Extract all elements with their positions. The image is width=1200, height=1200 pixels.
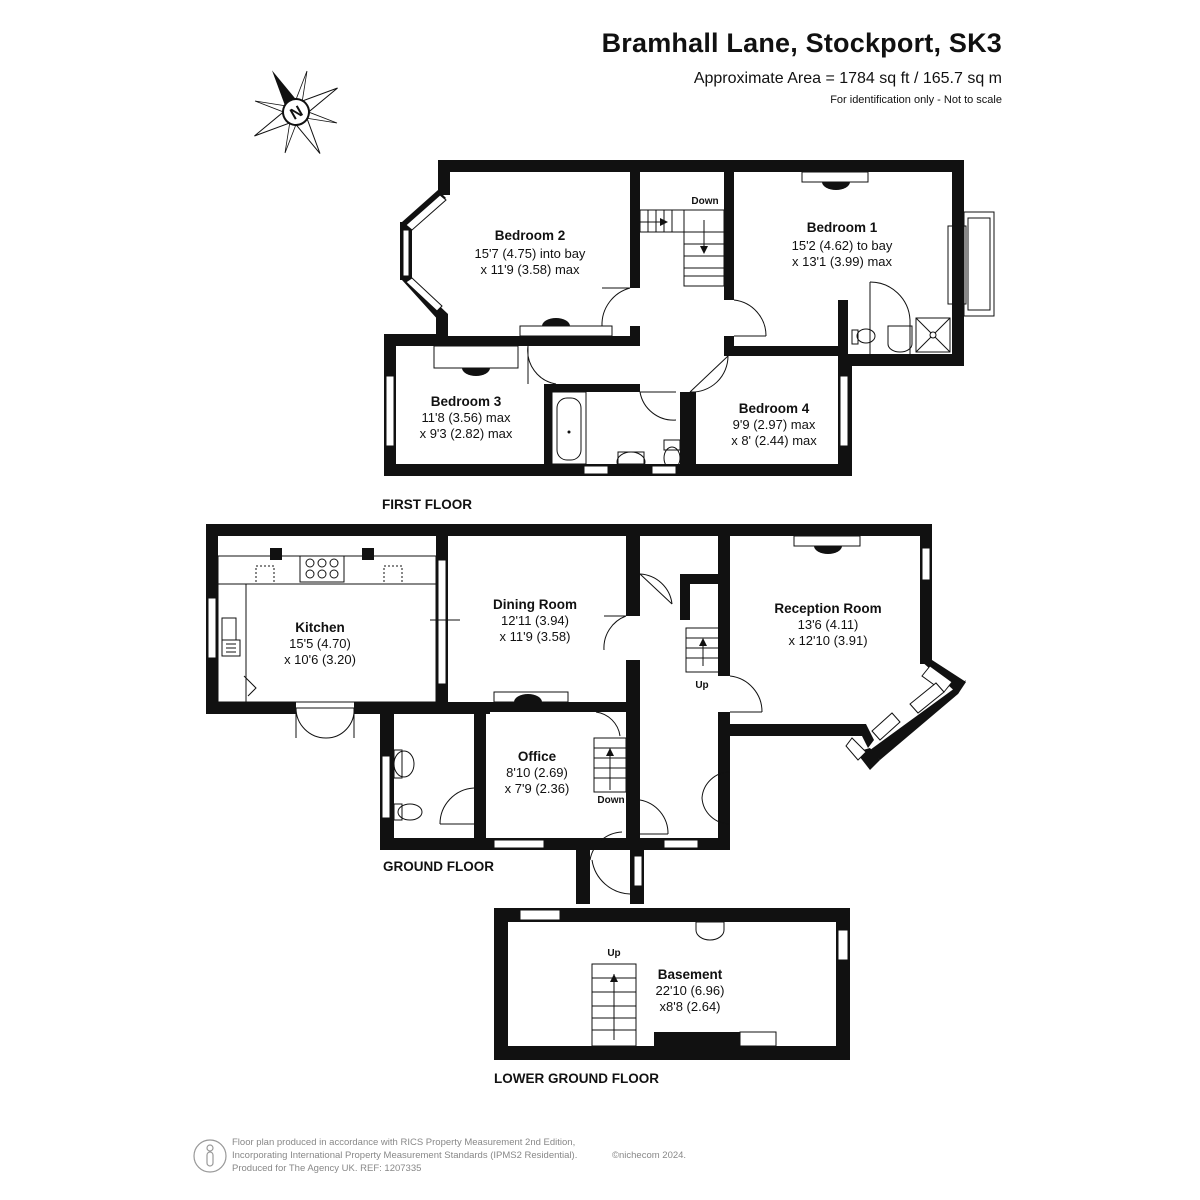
bedroom-4-name: Bedroom 4 — [739, 401, 810, 416]
basement-name: Basement — [658, 967, 723, 982]
approximate-area: Approximate Area = 1784 sq ft / 165.7 sq… — [693, 70, 1002, 87]
kitchen-dim-2: x 10'6 (3.20) — [284, 652, 356, 667]
lower-ground-floor-plan — [494, 908, 850, 1060]
footer-copyright: ©nichecom 2024. — [612, 1150, 686, 1161]
bedroom-1-name: Bedroom 1 — [807, 220, 878, 235]
office-dim-2: x 7'9 (2.36) — [505, 781, 570, 796]
identification-note: For identification only - Not to scale — [830, 94, 1002, 106]
bedroom-2-dim-1: 15'7 (4.75) into bay — [475, 246, 586, 261]
bedroom-1-dim-2: x 13'1 (3.99) max — [792, 254, 893, 269]
compass-icon: N — [254, 70, 338, 154]
ground-floor-stairs-up-label: Up — [695, 680, 708, 691]
footer-line-3: Produced for The Agency UK. REF: 1207335 — [232, 1163, 421, 1174]
kitchen-name: Kitchen — [295, 620, 345, 635]
basement-dim-2: x8'8 (2.64) — [659, 999, 720, 1014]
bedroom-1-dim-1: 15'2 (4.62) to bay — [792, 238, 893, 253]
reception-room-dim-1: 13'6 (4.11) — [798, 617, 859, 632]
bedroom-3-name: Bedroom 3 — [431, 394, 502, 409]
dining-room-dim-2: x 11'9 (3.58) — [500, 629, 571, 644]
ground-floor-label: GROUND FLOOR — [383, 859, 494, 874]
footer-line-2: Incorporating International Property Mea… — [232, 1150, 577, 1161]
dining-room-name: Dining Room — [493, 597, 577, 612]
bedroom-2-name: Bedroom 2 — [495, 228, 566, 243]
first-floor-plan — [384, 160, 995, 476]
reception-room-dim-2: x 12'10 (3.91) — [788, 633, 867, 648]
bedroom-3-dim-2: x 9'3 (2.82) max — [420, 426, 513, 441]
reception-room-name: Reception Room — [774, 601, 881, 616]
lower-ground-floor-label: LOWER GROUND FLOOR — [494, 1071, 659, 1086]
basement-stairs-up-label: Up — [607, 948, 620, 959]
office-name: Office — [518, 749, 557, 764]
plan-title: Bramhall Lane, Stockport, SK3 — [601, 28, 1002, 58]
ground-floor-plan — [206, 524, 966, 904]
dining-room-dim-1: 12'11 (3.94) — [501, 613, 569, 628]
bedroom-4-dim-1: 9'9 (2.97) max — [733, 417, 816, 432]
kitchen-dim-1: 15'5 (4.70) — [289, 636, 351, 651]
bedroom-4-dim-2: x 8' (2.44) max — [731, 433, 817, 448]
rics-logo-icon — [193, 1139, 227, 1173]
basement-dim-1: 22'10 (6.96) — [656, 983, 725, 998]
first-floor-label: FIRST FLOOR — [382, 497, 472, 512]
bedroom-2-dim-2: x 11'9 (3.58) max — [480, 262, 580, 277]
first-floor-stairs-down-label: Down — [691, 196, 718, 207]
ground-floor-stairs-down-label: Down — [597, 795, 624, 806]
footer-line-1: Floor plan produced in accordance with R… — [232, 1137, 575, 1148]
office-dim-1: 8'10 (2.69) — [506, 765, 568, 780]
bedroom-3-dim-1: 11'8 (3.56) max — [422, 410, 511, 425]
